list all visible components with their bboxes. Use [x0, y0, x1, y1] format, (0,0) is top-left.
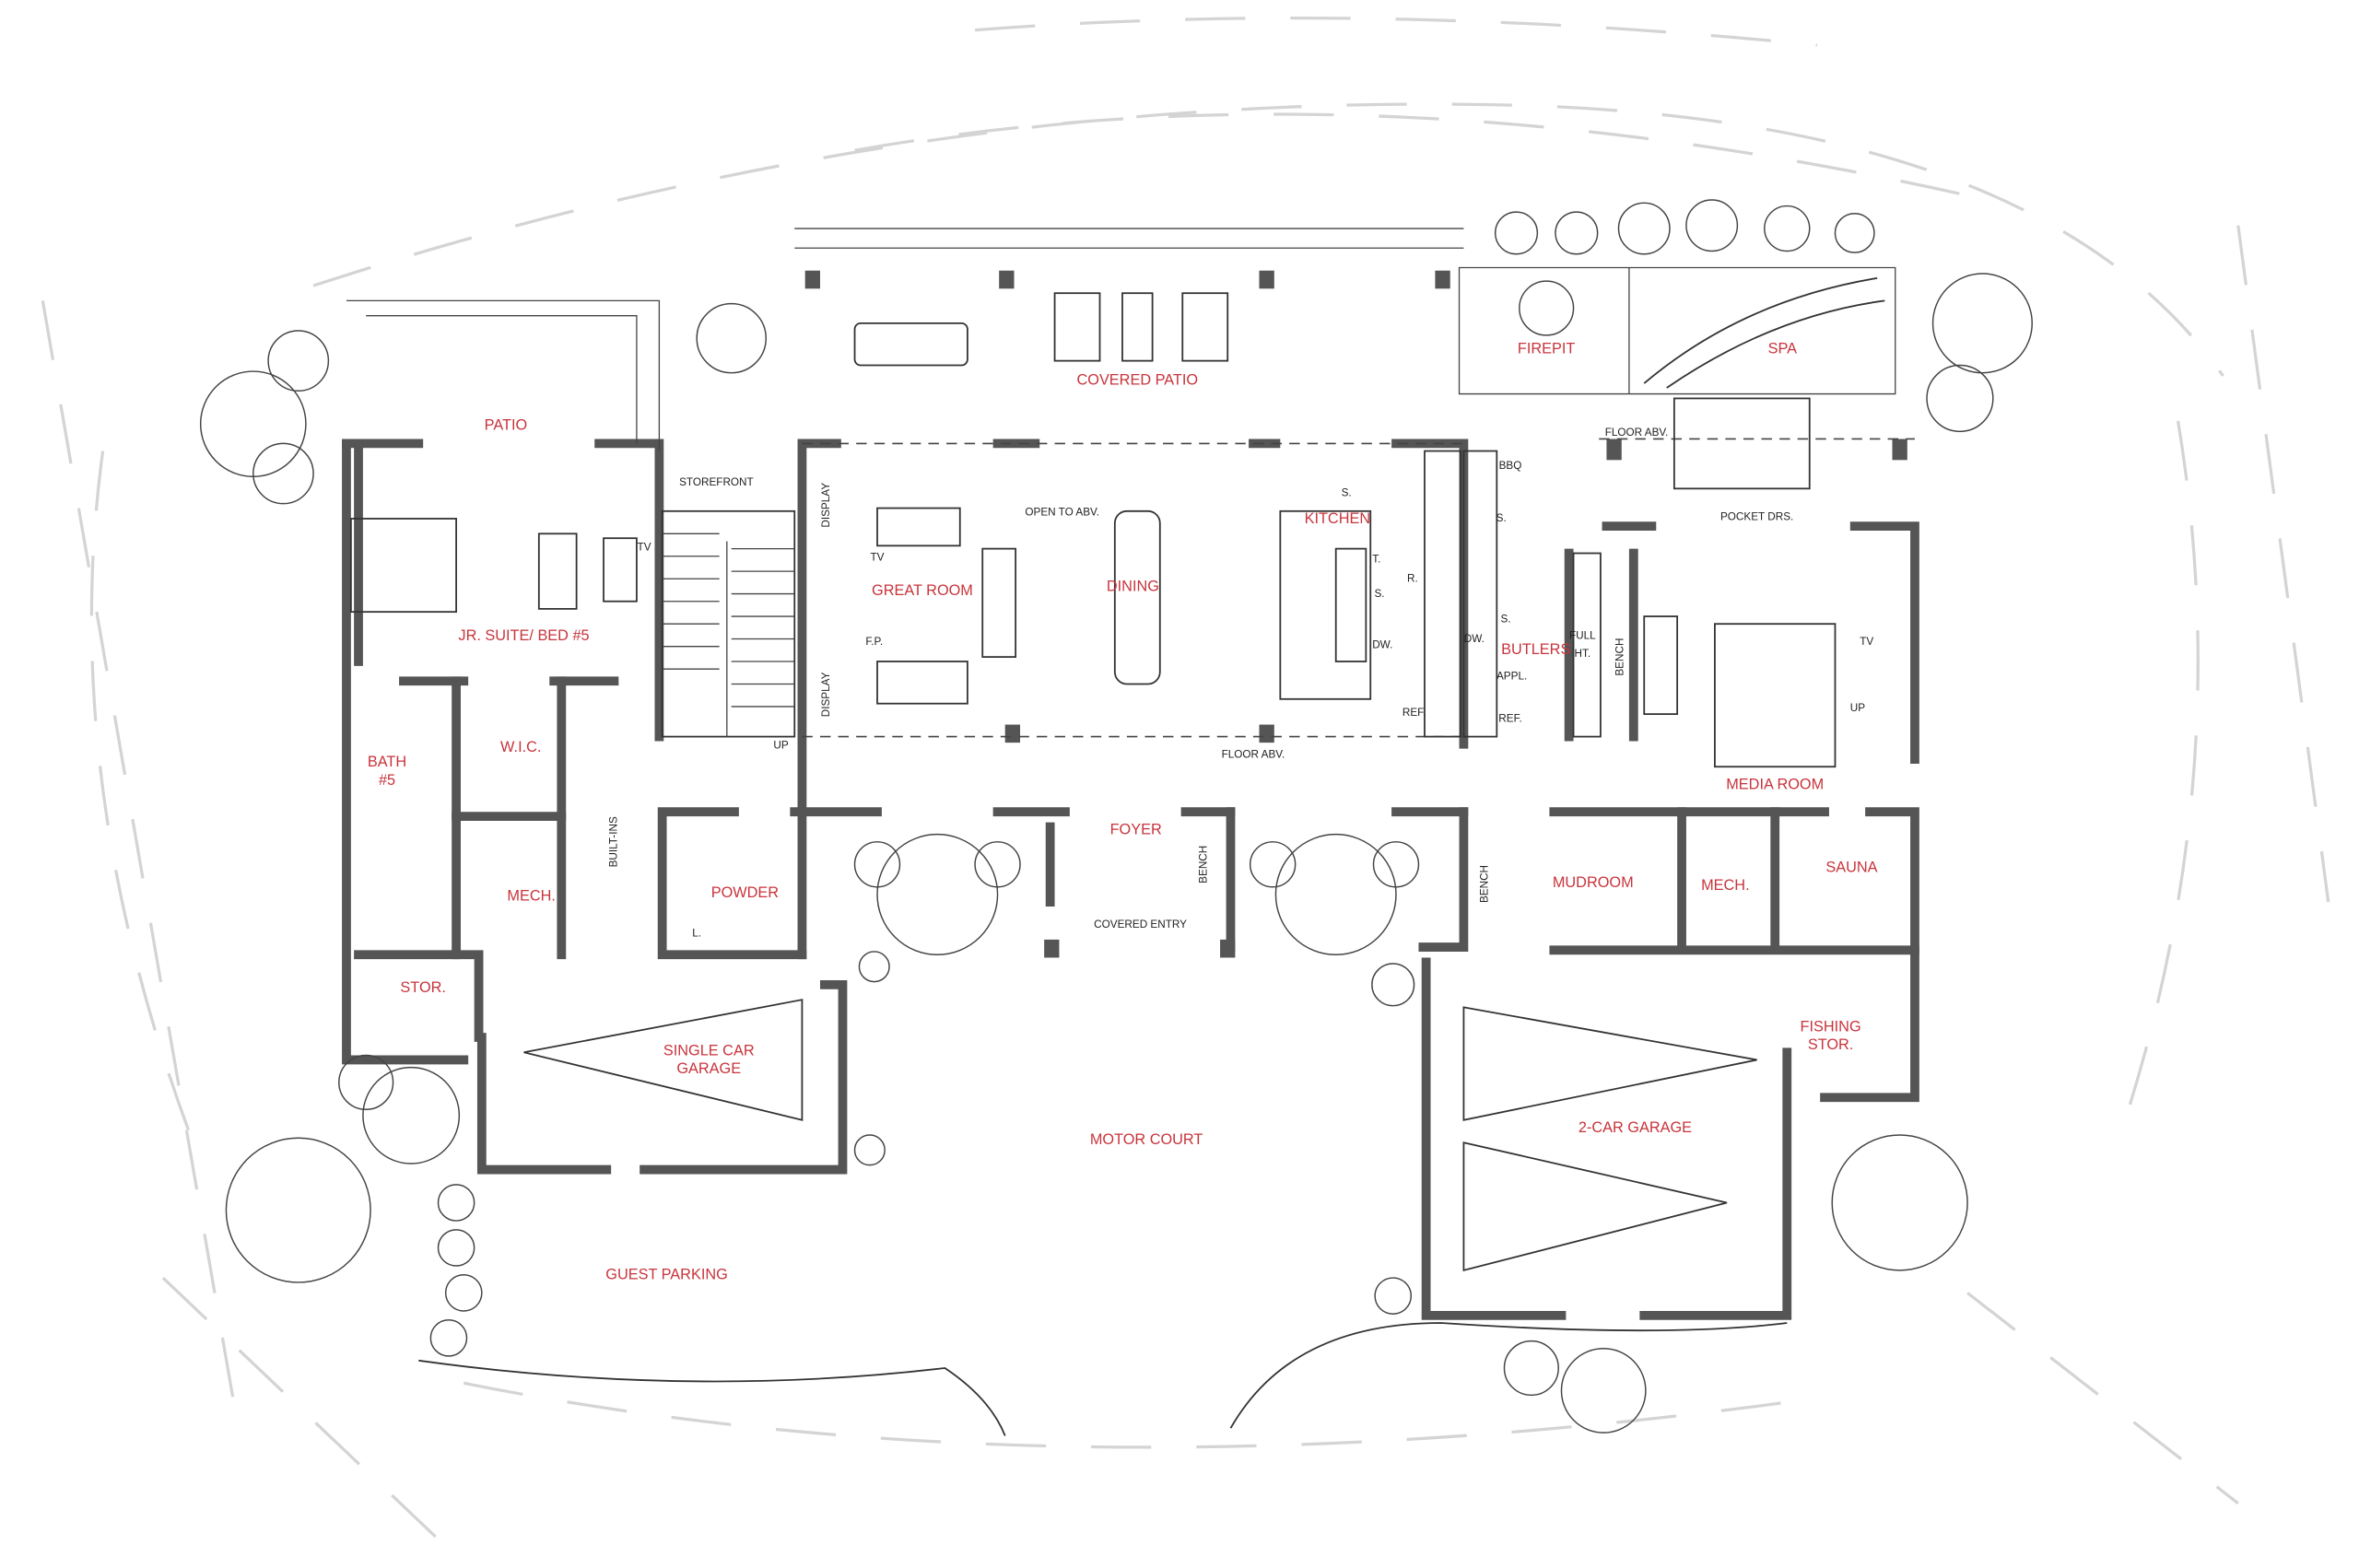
room-label-bath: BATH [368, 754, 406, 770]
note-full-height-2: HT. [1575, 648, 1591, 660]
room-label-wic: W.I.C. [500, 739, 541, 755]
note-pocket-doors: POCKET DRS. [1720, 511, 1793, 523]
note-sink-butler: S. [1501, 614, 1511, 626]
site-contours [41, 16, 2330, 1565]
note-display-lower: DISPLAY [820, 672, 832, 717]
room-label-powder: POWDER [711, 884, 780, 901]
staircase [661, 509, 796, 738]
note-bbq: BBQ [1499, 460, 1522, 472]
note-sink-kitchen: S. [1342, 487, 1352, 499]
room-label-covered-patio: COVERED PATIO [1077, 372, 1199, 389]
firepit-spa-outline [1458, 266, 1896, 395]
room-label-motor-court: MOTOR COURT [1090, 1131, 1203, 1148]
note-tv-suite: TV [638, 541, 651, 553]
note-bench-foyer: BENCH [1197, 846, 1209, 883]
trees [199, 199, 2033, 1433]
room-labels: PATIO JR. SUITE/ BED #5 BATH #5 W.I.C. M… [368, 340, 1878, 1282]
note-sink-island: S. [1374, 588, 1384, 600]
room-label-sauna: SAUNA [1825, 859, 1877, 875]
note-dishwasher-butler: DW. [1464, 633, 1485, 645]
patio-outline [346, 299, 661, 451]
note-lav: L. [692, 928, 701, 940]
room-label-single-garage-2: GARAGE [676, 1060, 741, 1077]
note-range: R. [1407, 573, 1418, 585]
terrace-edge [794, 228, 1464, 249]
room-label-stor: STOR. [400, 979, 446, 996]
note-dishwasher-island: DW. [1372, 638, 1392, 650]
note-up-media: UP [1850, 702, 1865, 714]
site-edge-south-east [1229, 1322, 1788, 1429]
single-garage-car-icon [523, 999, 804, 1121]
room-label-patio: PATIO [485, 417, 527, 434]
room-label-mudroom: MUDROOM [1553, 874, 1634, 891]
note-tv-great: TV [871, 552, 885, 564]
note-ref-kitchen: REF. [1402, 707, 1426, 719]
room-label-fishing-stor: STOR. [1808, 1036, 1854, 1053]
columns [804, 270, 1907, 958]
room-label-foyer: FOYER [1110, 822, 1162, 838]
note-appliance: APPL. [1496, 671, 1527, 683]
note-fireplace: F.P. [865, 636, 883, 648]
note-floor-above-east: FLOOR ABV. [1605, 427, 1669, 439]
room-label-fishing: FISHING [1801, 1018, 1861, 1035]
note-bench-media: BENCH [1614, 638, 1625, 676]
note-sink-bbq: S. [1496, 512, 1507, 524]
room-label-kitchen: KITCHEN [1305, 510, 1371, 527]
note-floor-above: FLOOR ABV. [1222, 748, 1285, 760]
room-label-two-car-garage: 2-CAR GARAGE [1579, 1119, 1692, 1136]
note-ref-butler: REF. [1498, 712, 1521, 724]
note-trash: T. [1372, 553, 1380, 565]
room-label-bath-number: #5 [379, 772, 395, 789]
note-tv-media: TV [1860, 636, 1873, 648]
room-label-jr-suite: JR. SUITE/ BED #5 [458, 627, 589, 644]
site-edge-south-west [418, 1359, 1006, 1436]
note-built-ins: BUILT-INS [608, 816, 620, 867]
room-label-guest-parking: GUEST PARKING [605, 1267, 728, 1283]
annotation-notes: STOREFRONT DISPLAY DISPLAY TV TV F.P. OP… [608, 427, 1874, 939]
walls [342, 439, 1919, 1320]
note-open-to-above: OPEN TO ABV. [1025, 507, 1099, 519]
room-label-butlers: BUTLERS [1501, 641, 1570, 658]
note-full-height: FULL [1569, 630, 1596, 642]
note-storefront: STOREFRONT [679, 476, 754, 488]
spa-water [1643, 277, 1885, 389]
room-label-great-room: GREAT ROOM [872, 582, 973, 599]
room-label-mech-east: MECH. [1701, 877, 1750, 894]
two-car-garage-car-icons [1462, 1006, 1757, 1272]
room-label-dining: DINING [1107, 578, 1159, 594]
room-label-mech-west: MECH. [507, 887, 556, 904]
note-bench-entry-east: BENCH [1479, 865, 1491, 903]
note-display-upper: DISPLAY [820, 483, 832, 528]
room-label-firepit: FIREPIT [1518, 340, 1576, 357]
firepit-icon [1519, 280, 1575, 336]
room-label-spa: SPA [1768, 340, 1798, 357]
furniture [349, 292, 1837, 768]
room-label-single-garage: SINGLE CAR [663, 1043, 755, 1059]
note-up-stair: UP [773, 740, 788, 752]
note-covered-entry: COVERED ENTRY [1094, 919, 1187, 930]
room-label-media-room: MEDIA ROOM [1726, 777, 1824, 793]
